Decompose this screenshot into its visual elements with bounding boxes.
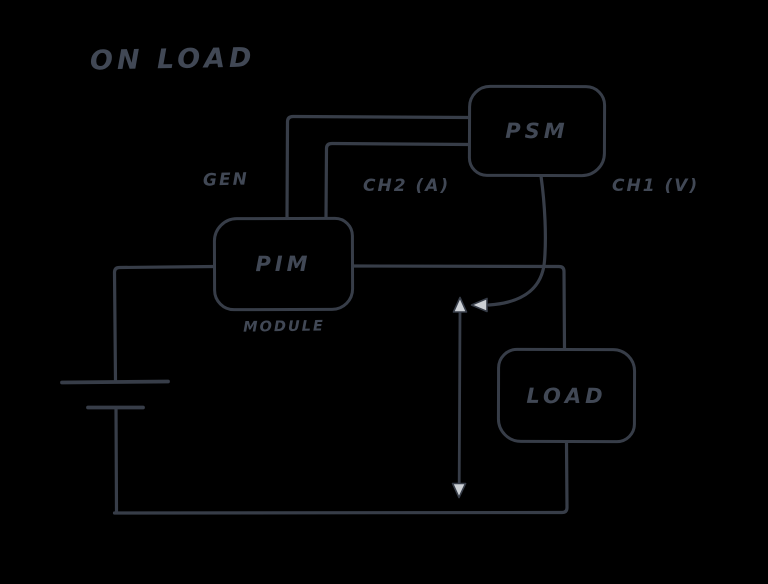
psm-node: PSM	[467, 84, 607, 178]
gen-wire-label: GEN	[202, 169, 250, 191]
battery-negative-wire	[114, 406, 119, 514]
load-node: LOAD	[496, 347, 637, 444]
measure-arrowhead-down-icon	[451, 482, 467, 499]
pim-module-sublabel: MODULE	[243, 318, 325, 336]
ground-return-wire	[112, 441, 569, 515]
sense-arrowhead-left-icon	[470, 297, 488, 313]
ch2-wire-label: CH2 (A)	[363, 176, 451, 196]
measure-arrowhead-up-icon	[452, 296, 468, 313]
pim-node: PIM	[212, 216, 355, 312]
psm-node-label: PSM	[505, 118, 569, 144]
ch1-wire-label: CH1 (V)	[612, 176, 700, 196]
battery-positive-wire	[112, 264, 217, 383]
pim-to-load-wire	[352, 264, 567, 351]
pim-node-label: PIM	[255, 251, 312, 277]
load-node-label: LOAD	[526, 383, 607, 408]
voltage-measure-line	[457, 309, 462, 486]
psm-sense-wire	[487, 174, 547, 307]
diagram-title: ON LOAD	[89, 42, 256, 77]
ch2-wire	[324, 141, 472, 220]
battery-long-plate	[60, 379, 170, 385]
gen-wire	[285, 114, 472, 221]
